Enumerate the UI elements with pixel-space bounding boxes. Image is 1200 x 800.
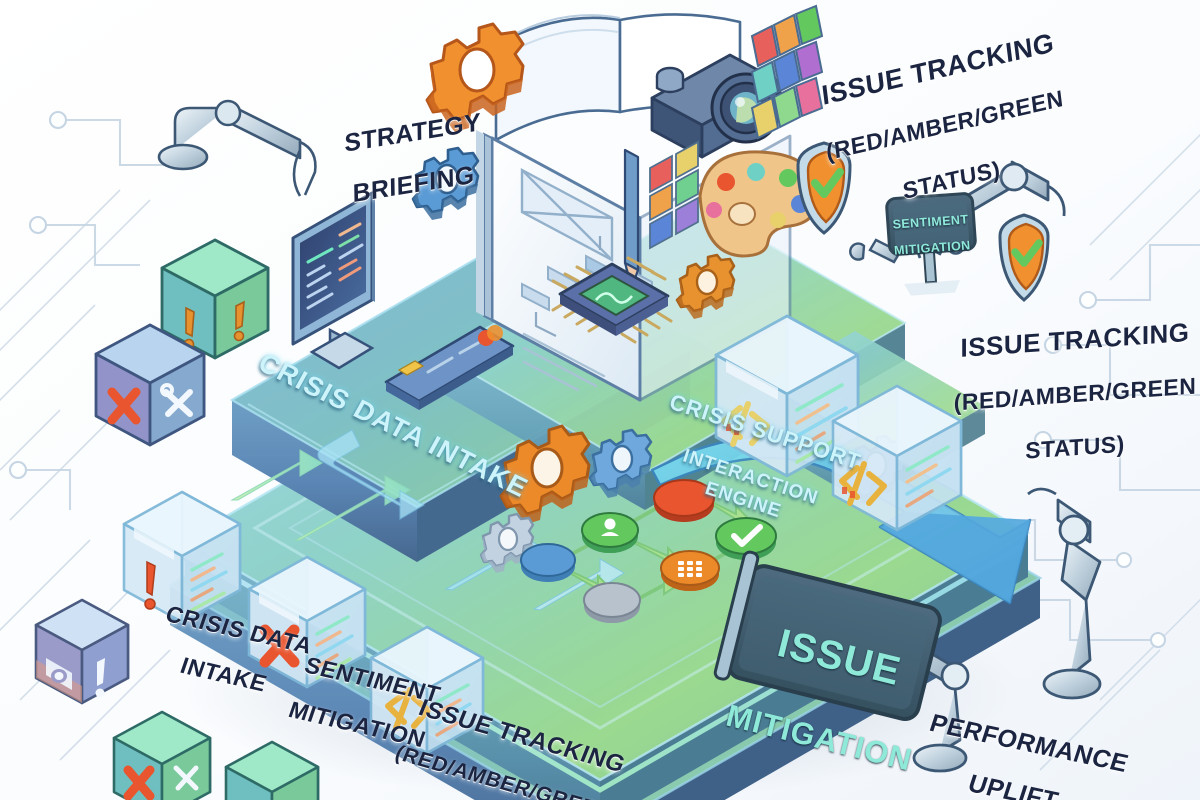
node-idle <box>583 582 641 623</box>
node-check <box>715 517 777 560</box>
cpu-chip <box>551 256 673 344</box>
callout-issue-tracking-right: ISSUE TRACKING (RED/AMBER/GREEN STATUS) <box>950 291 1199 468</box>
cube-plain-bl <box>224 740 320 800</box>
cube-alert-glass <box>122 490 242 624</box>
code-monitor <box>291 191 375 370</box>
cube-code-small <box>831 384 963 532</box>
cube-error-bl <box>112 710 212 800</box>
credit-card <box>384 325 515 410</box>
palette <box>698 150 820 258</box>
node-alert <box>653 479 715 522</box>
cube-code-big <box>714 314 860 478</box>
cube-camera-alert <box>34 598 130 705</box>
sentiment-sign-line1: SENTIMENT <box>892 212 969 232</box>
strategy-briefing-line1: STRATEGY <box>344 107 482 158</box>
cube-alert-green <box>160 238 270 360</box>
robot-arm-left <box>157 99 317 197</box>
performance-uplift-line1: PERFORMANCE <box>926 708 1133 778</box>
shield-check-2 <box>998 213 1050 302</box>
node-start <box>520 543 576 582</box>
swatch-fan <box>750 4 824 140</box>
shield-check-1 <box>796 141 852 235</box>
issue-mitigation-sign-panel <box>713 550 942 722</box>
color-swatches <box>649 140 699 250</box>
cube-error-tools <box>94 323 206 447</box>
gear-orange-mid <box>499 424 591 524</box>
workflow-graph <box>520 479 777 623</box>
node-grid <box>660 550 720 591</box>
robot-arm-far-right <box>1027 487 1102 700</box>
performance-uplift-line2: UPLIFT <box>964 769 1062 800</box>
node-user <box>581 512 639 553</box>
issue-mitigation-line1: ISSUE <box>773 621 906 695</box>
gear-blue-mid <box>588 428 653 498</box>
gear-orange-chip <box>675 253 736 319</box>
issue-tracking-right-line2: (RED/AMBER/GREEN <box>953 372 1197 416</box>
sentiment-mitigation-sign-label: SENTIMENT MITIGATION <box>886 200 975 258</box>
cube-error-glass <box>247 555 367 689</box>
issue-tracking-right-line1: ISSUE TRACKING <box>960 316 1190 363</box>
sentiment-mitigation-sign-panel <box>885 192 977 296</box>
gear-orange-top <box>425 22 525 132</box>
gear-blue-top <box>411 146 480 220</box>
cube-code-glass <box>369 625 485 755</box>
gear-grey-mid <box>479 512 535 573</box>
wireframe-page <box>520 168 614 262</box>
